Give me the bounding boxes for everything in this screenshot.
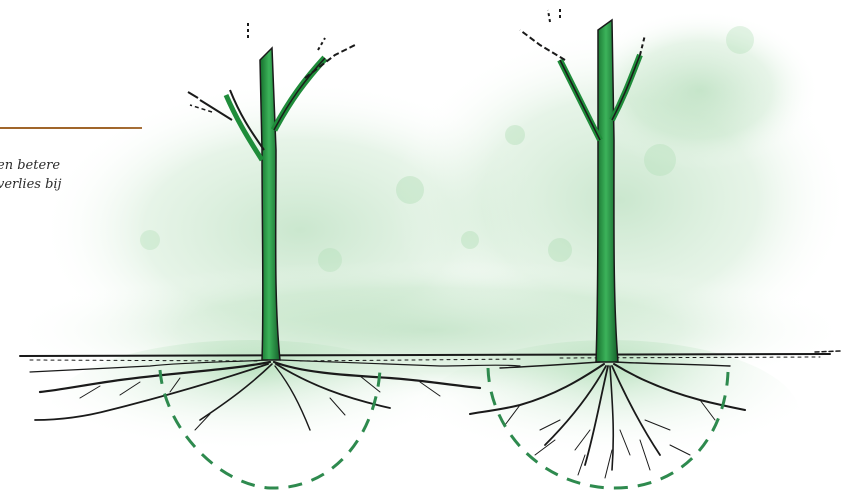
green-haze-background (10, 10, 846, 490)
